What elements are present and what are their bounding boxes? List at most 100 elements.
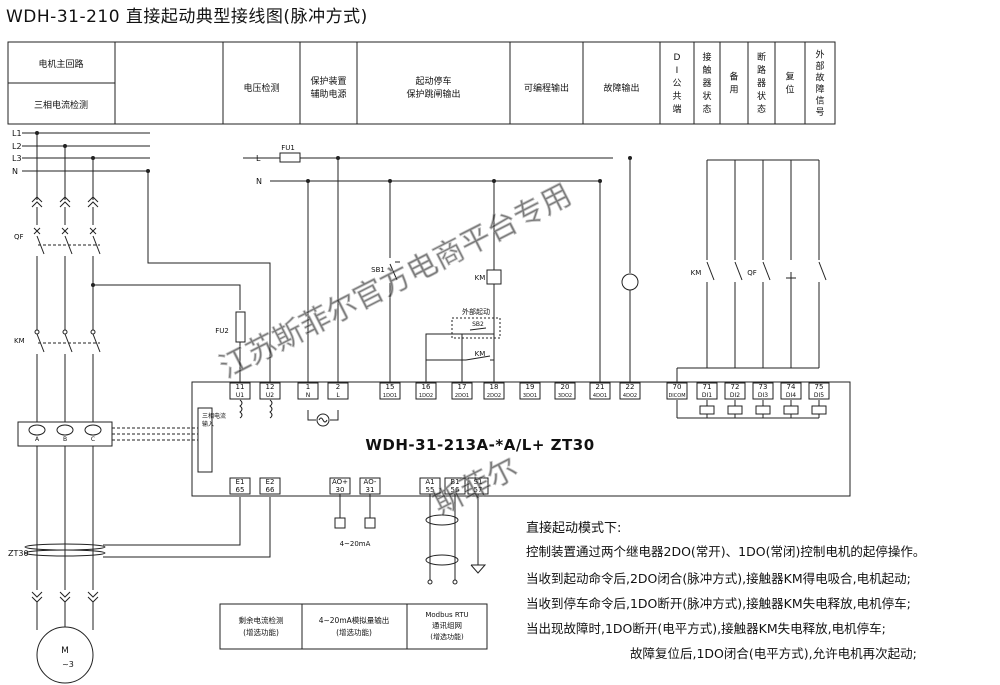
- terminal: [780, 382, 802, 400]
- terminal-signal: 1DO2: [419, 393, 433, 399]
- chevron: [87, 196, 99, 203]
- terminal-signal: L: [336, 392, 340, 399]
- terminal-number: 72: [731, 383, 740, 391]
- header-left-top: 电机主回路: [38, 58, 83, 70]
- contactor-label: KM: [14, 337, 25, 345]
- contact-label: KM: [475, 350, 486, 358]
- feature-box-label: (增选功能): [430, 632, 464, 641]
- header-col-label: 保护跳闸输出: [406, 88, 460, 100]
- components: [7, 41, 851, 684]
- terminal: [359, 477, 381, 495]
- junction-dot: [63, 144, 67, 148]
- note-line: 当出现故障时,1DO断开(电平方式),接触器KM失电释放,电机停车;: [526, 621, 886, 636]
- header-vcol-char: 外: [815, 48, 824, 60]
- sine-wave: [318, 417, 328, 423]
- terminal-number: 1: [306, 383, 310, 391]
- ao-label: 4~20mA: [340, 540, 371, 548]
- fuse-fu1: [279, 152, 301, 163]
- ct-label: B: [63, 436, 67, 443]
- terminal-signal: DI2: [730, 392, 740, 399]
- terminal: [451, 382, 473, 400]
- header-vcol-char: 态: [702, 103, 711, 115]
- terminal-number: 30: [336, 486, 345, 494]
- header-vcol-char: 路: [757, 64, 766, 76]
- terminal-signal: DICOM: [668, 393, 685, 399]
- header-vcol-char: 共: [672, 91, 681, 102]
- terminal-signal: DI3: [758, 392, 768, 399]
- terminal-number: 65: [236, 486, 245, 494]
- di-label: QF: [747, 269, 757, 277]
- terminal-signal: E2: [266, 478, 275, 486]
- junction-dot: [91, 156, 95, 160]
- chevron: [31, 596, 43, 603]
- header-vcol-char: 用: [729, 85, 738, 96]
- zt30-wire: [103, 497, 271, 558]
- terminal-signal: DI4: [786, 392, 796, 399]
- header-col-label: 电压检测: [243, 82, 279, 94]
- ct-label: A: [35, 436, 40, 443]
- contact-terminal: [90, 329, 96, 335]
- switch-blade: [389, 263, 398, 281]
- chevron: [59, 196, 71, 203]
- feature-box-label: 剩余电流检测: [239, 615, 284, 625]
- shield-ellipse: [425, 514, 459, 526]
- labels: 电机主回路三相电流检测电压检测保护装置辅助电源起动停车保护跳闸输出可编程输出故障…: [8, 48, 825, 669]
- phase-to-fu2: [93, 284, 241, 310]
- breaker-blade: [92, 235, 101, 255]
- terminal-number: 55: [426, 486, 435, 494]
- contactor-blade: [92, 333, 101, 353]
- junction-dot: [492, 179, 496, 183]
- motor-label: ~3: [62, 660, 74, 669]
- header-vcol-char: 态: [757, 103, 766, 115]
- coil-label: KM: [475, 274, 486, 282]
- terminal-signal: S1: [474, 478, 483, 486]
- header-vcol-char: 断: [757, 51, 766, 63]
- optocoupler: [755, 405, 771, 415]
- terminal-signal: 4DO1: [593, 393, 607, 399]
- terminal-number: 20: [561, 383, 570, 391]
- header-vcol-char: 接: [702, 51, 711, 63]
- terminal-number: 18: [490, 383, 499, 391]
- note-line: 当收到起动命令后,2DO闭合(脉冲方式),接触器KM得电吸合,电机起动;: [526, 571, 911, 586]
- optocoupler: [811, 405, 827, 415]
- wire-end: [427, 579, 433, 585]
- header-vcol-char: 复: [785, 71, 794, 83]
- terminal-number: 11: [236, 383, 245, 391]
- chevron: [59, 596, 71, 603]
- terminal: [327, 382, 349, 400]
- watermark-text: 江苏斯菲尔官方电商平台专用: [214, 177, 577, 385]
- power-line-label: L2: [12, 142, 22, 151]
- ct-coil: [84, 424, 102, 436]
- feature-box-label: 通讯组网: [432, 620, 462, 630]
- terminal-signal: 3DO1: [523, 393, 537, 399]
- junction-dot: [146, 169, 150, 173]
- terminal-signal: 2DO1: [455, 393, 469, 399]
- terminal: [752, 382, 774, 400]
- terminal-number: 74: [787, 383, 796, 391]
- terminal: [554, 382, 576, 400]
- header-vcol-char: 触: [702, 64, 711, 76]
- shield-ellipse: [425, 554, 459, 566]
- terminal-number: 57: [474, 486, 483, 494]
- breaker-label: QF: [14, 233, 24, 241]
- header-vcol-char: 公: [672, 78, 681, 89]
- feature-box-label: 4~20mA模拟量输出: [319, 615, 390, 625]
- switch-label: SB2: [472, 321, 484, 328]
- terminal-number: 73: [759, 383, 768, 391]
- optocoupler: [783, 405, 799, 415]
- wire: [307, 410, 316, 421]
- header-vcol-char: I: [676, 66, 679, 76]
- zt30-core: [24, 549, 106, 557]
- header-vcol-char: 部: [815, 60, 824, 72]
- contact-terminal: [62, 329, 68, 335]
- terminal-signal: DI5: [814, 392, 824, 399]
- aux-line-label: N: [256, 177, 262, 186]
- terminal-number: 31: [366, 486, 375, 494]
- ext-start-box: [451, 317, 501, 339]
- motor: [36, 626, 94, 684]
- terminal: [259, 382, 281, 400]
- header-vcol-char: 号: [815, 107, 824, 118]
- fuse-label: FU1: [281, 144, 295, 152]
- terminal: [379, 382, 401, 400]
